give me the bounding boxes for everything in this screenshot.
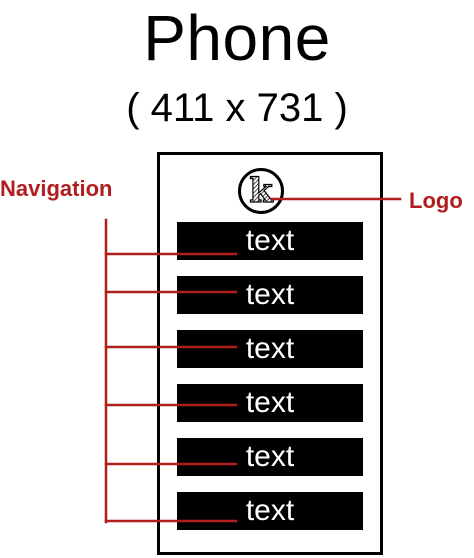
nav-item[interactable]: text xyxy=(177,276,363,314)
nav-item[interactable]: text xyxy=(177,330,363,368)
logo-annotation-label: Logo xyxy=(409,188,463,213)
nav-item[interactable]: text xyxy=(177,438,363,476)
diagram-subtitle: ( 411 x 731 ) xyxy=(126,86,348,130)
diagram-title: Phone xyxy=(143,2,331,74)
logo-letter: k xyxy=(249,171,274,211)
nav-item[interactable]: text xyxy=(177,492,363,530)
nav-item[interactable]: text xyxy=(177,384,363,422)
k-monogram-logo-icon: k xyxy=(238,168,284,214)
navigation-annotation-label: Navigation xyxy=(0,176,113,201)
